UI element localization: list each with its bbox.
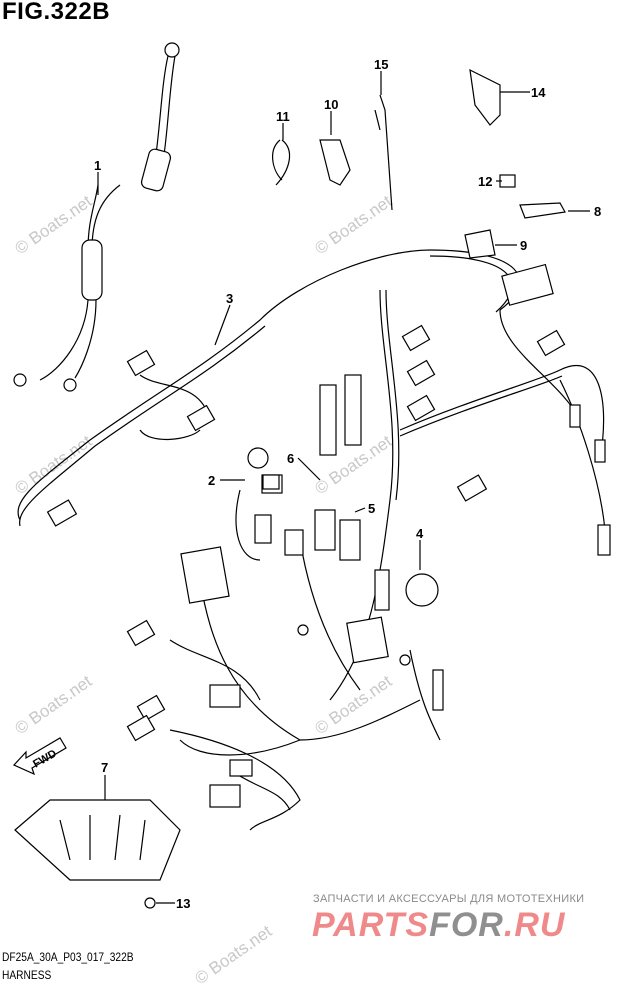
part-6-fuse [262,474,280,490]
callout-3: 3 [226,291,233,306]
part-2-ring [247,447,269,469]
leader-lines [97,71,590,904]
callout-1: 1 [94,158,101,173]
part-1-battery-cable [13,42,180,392]
ad-tagline: ЗАПЧАСТИ И АКСЕССУАРЫ ДЛЯ МОТОТЕХНИКИ [313,893,585,905]
ad-logo[interactable]: PARTSFOR.RU [312,906,566,944]
callout-13: 13 [176,896,190,911]
fwd-label: FWD [31,748,59,771]
part-8-plate [519,202,566,219]
part-12-bolt [499,174,516,188]
watermark: © Boats.net [311,191,395,258]
diagram-code: DF25A_30A_P03_017_322B [2,950,134,964]
diagram-name: HARNESS [2,968,52,982]
part-14-clamp [469,68,501,126]
callout-10: 10 [324,97,338,112]
part-13-screw [144,897,156,909]
callout-11: 11 [276,109,290,124]
callout-14: 14 [531,85,546,100]
fwd-arrow-icon: FWD [12,737,67,775]
connectors [46,263,611,808]
callout-2: 2 [208,473,215,488]
part-3-main-harness [17,249,606,831]
callout-7: 7 [101,760,108,775]
callout-8: 8 [594,204,601,219]
callout-15: 15 [374,57,388,72]
small-parts [14,68,566,909]
callout-5: 5 [368,501,375,516]
watermark: © Boats.net [11,431,95,498]
part-9-clamp [464,229,496,259]
callout-4: 4 [416,526,424,541]
part-7-bracket [14,799,181,881]
callout-6: 6 [287,451,294,466]
watermark: © Boats.net [191,921,275,988]
part-15-tie [374,94,393,211]
callout-9: 9 [520,238,527,253]
callouts: 1 2 3 4 5 6 7 8 9 10 11 12 13 14 15 [94,57,601,911]
callout-12: 12 [478,174,492,189]
watermark: © Boats.net [11,671,95,738]
part-11-clip [272,139,291,186]
part-10-clamp [319,139,351,186]
figure-title: FIG.322B [2,0,111,25]
